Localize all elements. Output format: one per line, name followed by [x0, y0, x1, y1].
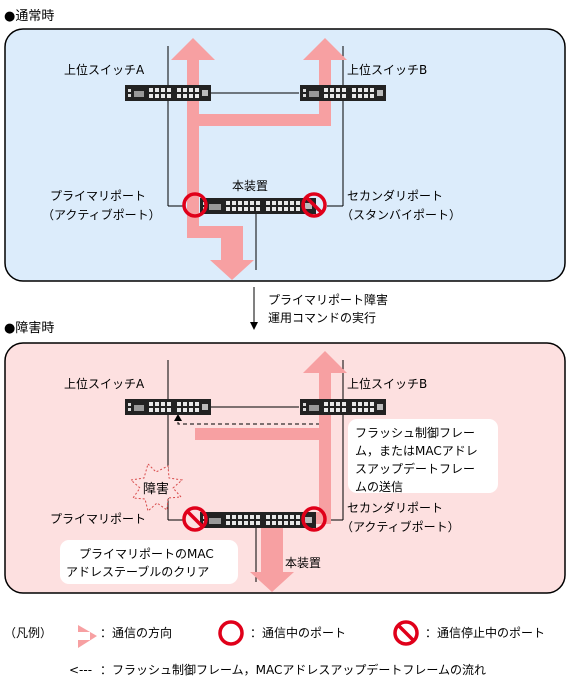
- legend-traffic-arrow-icon: [78, 625, 97, 648]
- normal-switch-a: [125, 85, 211, 101]
- legend-active-port-icon: [218, 620, 244, 646]
- transition-line-1: プライマリポート障害: [268, 292, 388, 307]
- flush-callout-line-2: ム，またはMACアドレ: [355, 444, 478, 458]
- flush-callout-line-4: ムの送信: [355, 479, 403, 494]
- flush-callout-line-3: スアップデートフレー: [355, 461, 475, 476]
- clear-callout-line-1: プライマリポートのMAC: [79, 547, 214, 561]
- failure-switch-a-label: 上位スイッチA: [64, 376, 145, 391]
- normal-traffic-arrow: [171, 38, 347, 280]
- legend-blocked-text: ：通信停止中のポート: [425, 625, 545, 640]
- failure-primary-label: プライマリポート: [50, 512, 146, 526]
- normal-secondary-label-1: セカンダリポート: [347, 188, 443, 203]
- failure-burst-icon: [129, 463, 184, 512]
- normal-device: [200, 198, 316, 214]
- failure-heading: ●障害時: [4, 320, 54, 336]
- failure-traffic-arrow: [195, 351, 347, 592]
- legend-flush-text: ：フラッシュ制御フレーム，MACアドレスアップデートフレームの流れ: [100, 662, 486, 677]
- normal-switch-b-label: 上位スイッチB: [347, 62, 427, 77]
- normal-links: [167, 46, 344, 270]
- failure-switch-a: [125, 399, 211, 415]
- legend-label: （凡例）: [4, 626, 52, 640]
- legend-active-text: ：通信中のポート: [250, 625, 346, 640]
- failure-device-label: 本装置: [285, 556, 321, 570]
- failure-switch-b-label: 上位スイッチB: [347, 376, 427, 391]
- normal-primary-label-1: プライマリポート: [50, 189, 146, 203]
- failure-primary-port-blocked-icon: [182, 506, 208, 532]
- legend-blocked-port-icon: [393, 620, 419, 646]
- normal-heading: ●通常時: [4, 9, 54, 24]
- normal-secondary-label-2: （スタンバイポート）: [341, 208, 461, 222]
- failure-burst-label: 障害: [143, 481, 169, 497]
- transition-arrow: [250, 287, 258, 330]
- normal-secondary-port-blocked-icon: [301, 192, 327, 218]
- clear-callout-line-2: アドレステーブルのクリア: [66, 564, 209, 579]
- failure-flush-callout: フラッシュ制御フレー ム，またはMACアドレ スアップデートフレー ムの送信: [348, 419, 498, 494]
- normal-primary-label-2: （アクティブポート）: [42, 207, 161, 222]
- failure-secondary-label-1: セカンダリポート: [347, 500, 443, 515]
- transition-line-2: 運用コマンドの実行: [268, 310, 376, 325]
- normal-switch-b: [300, 85, 386, 101]
- failure-secondary-port-active-icon: [301, 506, 327, 532]
- legend-flush-prefix: <---: [69, 663, 92, 677]
- flush-callout-line-1: フラッシュ制御フレー: [355, 425, 475, 440]
- failure-secondary-label-2: （アクティブポート）: [341, 519, 460, 534]
- failure-flush-flow-head: [174, 414, 182, 421]
- failure-switch-b: [300, 399, 386, 415]
- normal-switch-a-label: 上位スイッチA: [64, 62, 145, 77]
- normal-device-label: 本装置: [232, 179, 268, 193]
- normal-primary-port-active-icon: [182, 192, 208, 218]
- failure-clear-callout: プライマリポートのMAC アドレステーブルのクリア: [60, 540, 238, 584]
- failure-device: [200, 512, 316, 528]
- legend-arrow-text: ：通信の方向: [100, 625, 172, 640]
